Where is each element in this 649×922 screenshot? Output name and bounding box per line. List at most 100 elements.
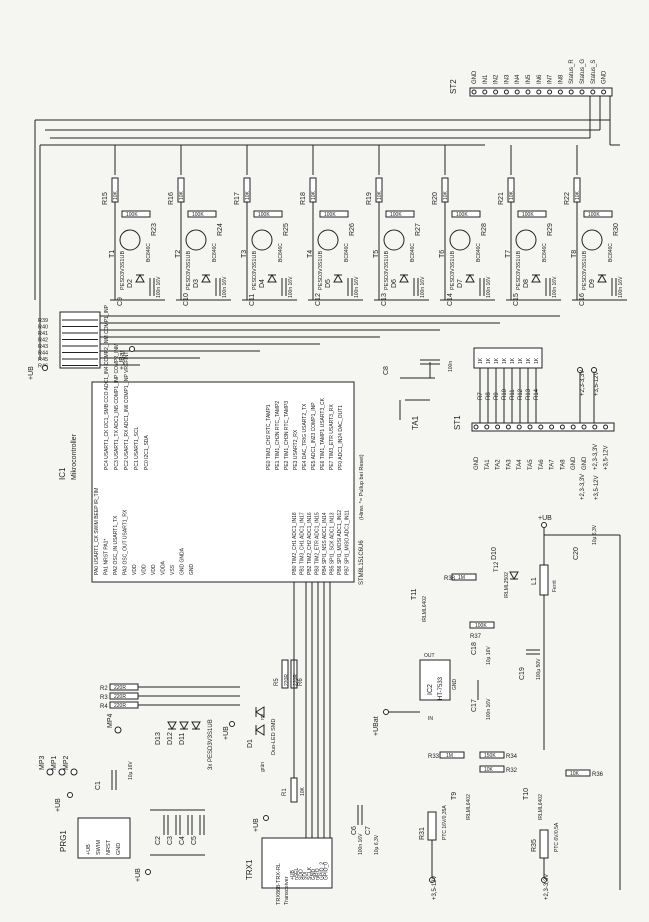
base-resistor-name: R24	[217, 223, 224, 236]
resnet-left-label: R41	[38, 331, 48, 337]
trx1-pin: nIRQ	[315, 868, 321, 880]
svg-text:HT-7533: HT-7533	[438, 676, 444, 700]
st1-pin-label: TA2	[496, 459, 502, 470]
st1-pin	[549, 424, 555, 430]
svg-text:R4: R4	[100, 704, 108, 710]
ic1-pin-bottom: PB2 TIM2_CH2 ADC1_IN16	[307, 512, 313, 575]
resnet-right-label: R14	[534, 388, 540, 400]
diode-name: D5	[325, 279, 332, 288]
tvs-diodes: D13 D12 D11 3x PESD3V3S1UB	[155, 719, 214, 770]
ic1-pin-right: PE4 DAC_TRIG USART2_TX	[302, 403, 308, 470]
ic1-pin-right: PE1 TIM1_CH2N RTC_TAMP2	[275, 401, 281, 470]
diode-name: D7	[457, 279, 464, 288]
base-resistor-name: R23	[151, 223, 158, 236]
st1-pin	[538, 424, 544, 430]
svg-text:PTC 16V/0,35A: PTC 16V/0,35A	[442, 805, 448, 840]
st1-pin-label: GND	[571, 456, 577, 470]
svg-text:100µ 50V: 100µ 50V	[536, 658, 542, 680]
svg-text:Duo-LED SMD: Duo-LED SMD	[271, 719, 277, 755]
prg1-pin: +UB	[86, 844, 92, 855]
st2-pin-label: IN5	[526, 74, 532, 84]
st2-pin	[503, 89, 509, 95]
svg-text:1M: 1M	[458, 575, 465, 581]
prg1-pin: GND	[116, 843, 122, 855]
ic1-pin-left: PA1 NRST PA1*	[104, 539, 110, 575]
base-resistor-value: 100K	[126, 212, 138, 218]
svg-text:TA1: TA1	[411, 415, 420, 430]
resnet-right-label: R7	[478, 392, 484, 400]
st1-pin	[516, 424, 522, 430]
tvs-diode	[201, 273, 211, 283]
svg-text:10K: 10K	[300, 786, 306, 796]
base-resistor	[187, 210, 217, 218]
svg-text:C20: C20	[573, 547, 580, 560]
cap-c3: C3	[167, 836, 174, 845]
trx1-pin: nSEL	[294, 868, 300, 880]
svg-text:10µ 6,3V: 10µ 6,3V	[374, 834, 380, 855]
svg-text:100n 16V: 100n 16V	[358, 833, 364, 855]
svg-text:C7: C7	[365, 826, 372, 835]
resnet-right-value: 1K	[526, 357, 532, 364]
st2-pin-label: IN7	[548, 74, 554, 84]
pullup-resistor-value: 10K	[245, 190, 251, 200]
svg-text:T11: T11	[411, 588, 418, 600]
ic1-pin-bottom: PB0 TIM2_CH1 ADC1_IN18	[292, 512, 298, 575]
svg-text:PTC 6V/0,5A: PTC 6V/0,5A	[554, 822, 560, 852]
ic1-pin-top: PC3 USART1_TX ADC1_IN5 COMP1_INP COMP2_I…	[114, 344, 120, 470]
st2-pin	[568, 89, 574, 95]
svg-text:D1: D1	[247, 739, 254, 748]
st2-pin-label: IN4	[515, 74, 521, 84]
ic1-pin-top: PC1 USART1_SCL	[134, 427, 140, 470]
svg-text:R5: R5	[274, 678, 280, 686]
transistor-name: T2	[175, 250, 182, 258]
tvs-type: PESD3V3S1UB	[120, 251, 126, 290]
transistor-name: T1	[109, 250, 116, 258]
svg-text:C1: C1	[95, 781, 102, 790]
st1-pin-label: TA8	[560, 459, 566, 470]
st1-pin-label: +3,5-12V	[604, 445, 610, 470]
resnet-left: R39R40R41R42R43R44R45R46	[38, 311, 101, 370]
st1-pin-label: TA6	[539, 459, 545, 470]
base-resistor-name: R26	[349, 223, 356, 236]
trx1-pin: SCLK	[307, 866, 313, 880]
svg-text:100K: 100K	[475, 623, 487, 629]
base-resistor-value: 100K	[192, 212, 204, 218]
npn-transistor	[119, 229, 141, 251]
spi-bus	[305, 582, 331, 838]
svg-text:C6: C6	[351, 826, 358, 835]
svg-text:220R: 220R	[114, 703, 126, 709]
svg-text:ST1: ST1	[453, 415, 462, 430]
ic1-pin-left: VDD	[142, 564, 148, 575]
ic1-pin-left: GND	[189, 564, 195, 576]
svg-text:220R: 220R	[114, 685, 126, 691]
v12-bottom: +3,5-12V	[594, 475, 600, 500]
ic1-pin-left: GND GNDA	[180, 547, 186, 575]
transistor-name: T3	[241, 250, 248, 258]
ic1-pin-bottom: PB1 TIM3_CH1 ADC1_IN17	[300, 512, 306, 575]
ta1-button: TA1 C8 100n	[383, 359, 454, 430]
ic1-pin-right: PE2 TIM1_CH3N RTC_TAMP3	[284, 401, 290, 470]
svg-text:+UB: +UB	[135, 868, 142, 882]
resnet-right-label: R10	[502, 388, 508, 400]
cap-value: 100n 16V	[354, 276, 360, 298]
transistor-type: BC846C	[476, 243, 482, 262]
transistor-name: T8	[571, 250, 578, 258]
r1: R1 10K	[282, 582, 306, 803]
svg-text:IC2: IC2	[427, 684, 434, 695]
pullup-resistor-name: R22	[564, 192, 571, 205]
svg-text:R32: R32	[506, 768, 518, 774]
svg-text:IRLML2502: IRLML2502	[504, 572, 510, 598]
resnet-right-label: R11	[510, 389, 516, 400]
tvs-type: PESD3V3S1UB	[516, 251, 522, 290]
base-resistor-value: 100K	[324, 212, 336, 218]
tvs-diode	[267, 273, 277, 283]
npn-transistor	[515, 229, 537, 251]
trx1-pin: GPIO_0	[324, 862, 330, 880]
svg-text:MP3: MP3	[39, 756, 46, 771]
st2-pin-label: IN1	[483, 74, 489, 84]
svg-text:L1: L1	[531, 577, 538, 585]
